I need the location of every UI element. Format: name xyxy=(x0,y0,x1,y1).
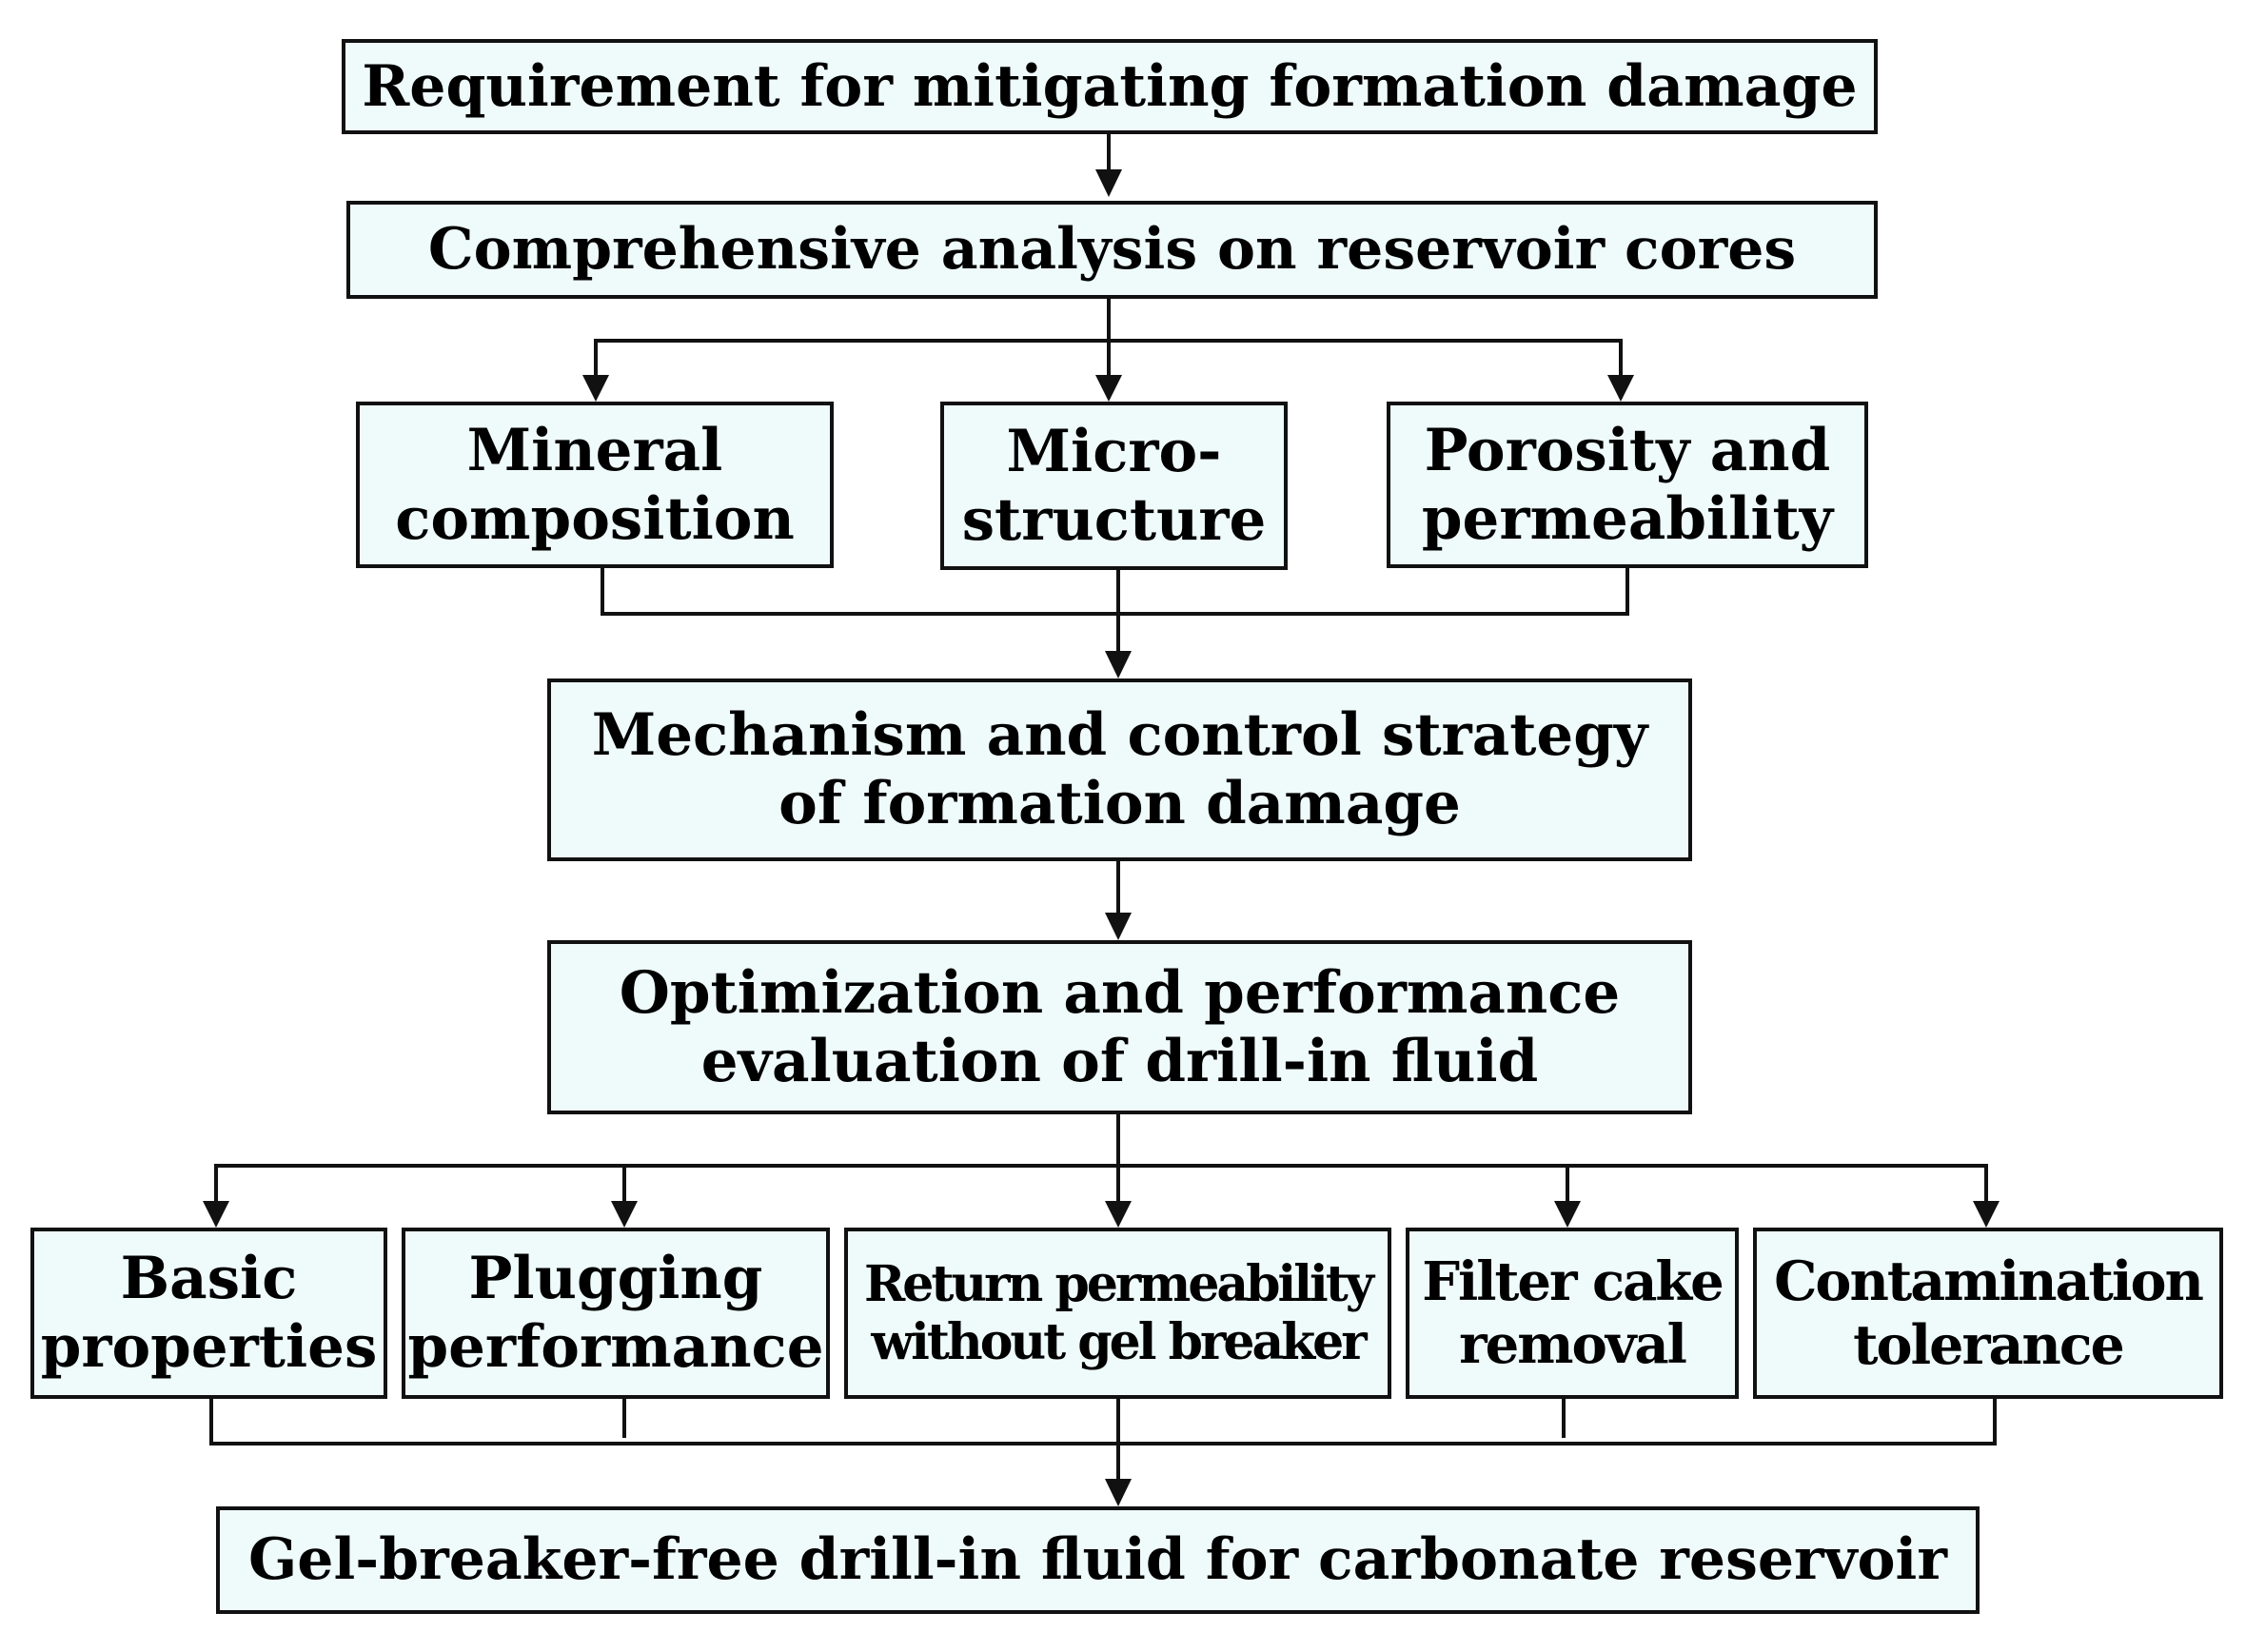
node-porosity-permeability: Porosity and permeability xyxy=(1387,402,1868,568)
arrowhead-optimization xyxy=(1105,913,1132,940)
node-basic-properties-line1: Basic xyxy=(120,1245,298,1313)
arrowhead-plugging xyxy=(611,1201,638,1228)
node-basic-properties-line2: properties xyxy=(40,1313,378,1381)
node-contamination-tolerance: Contamination tolerance xyxy=(1753,1228,2223,1399)
node-microstructure: Micro- structure xyxy=(940,402,1288,570)
node-filter-cake-removal: Filter cake removal xyxy=(1406,1228,1739,1399)
node-mineral-composition-line1: Mineral xyxy=(466,416,723,484)
node-porosity-permeability-line1: Porosity and xyxy=(1424,416,1831,484)
node-plugging-performance-line1: Plugging xyxy=(468,1245,763,1313)
arrowhead-final xyxy=(1105,1479,1132,1506)
node-return-permeability: Return permeability without gel breaker xyxy=(844,1228,1391,1399)
node-plugging-performance-line2: performance xyxy=(407,1313,824,1381)
node-mechanism-control-line1: Mechanism and control strategy xyxy=(591,701,1648,770)
arrowhead-basic xyxy=(203,1201,229,1228)
node-contamination-tolerance-line1: Contamination xyxy=(1774,1249,2204,1313)
node-requirement-label: Requirement for mitigating formation dam… xyxy=(362,52,1858,120)
arrowhead-contamination xyxy=(1973,1201,2000,1228)
arrowhead-mechanism xyxy=(1105,651,1132,678)
node-microstructure-line1: Micro- xyxy=(1006,417,1222,485)
node-mechanism-control: Mechanism and control strategy of format… xyxy=(547,678,1692,861)
node-comprehensive-analysis: Comprehensive analysis on reservoir core… xyxy=(346,201,1878,299)
node-return-permeability-line1: Return permeability xyxy=(864,1254,1374,1313)
node-optimization-evaluation-line2: evaluation of drill-in fluid xyxy=(700,1027,1539,1095)
node-porosity-permeability-line2: permeability xyxy=(1421,484,1834,553)
node-microstructure-line2: structure xyxy=(961,485,1267,554)
node-basic-properties: Basic properties xyxy=(30,1228,387,1399)
node-final-fluid-label: Gel-breaker-free drill-in fluid for carb… xyxy=(248,1526,1947,1594)
node-mechanism-control-line2: of formation damage xyxy=(778,770,1461,837)
node-final-fluid: Gel-breaker-free drill-in fluid for carb… xyxy=(216,1506,1980,1614)
arrowhead-analysis xyxy=(1095,169,1122,197)
node-comprehensive-analysis-label: Comprehensive analysis on reservoir core… xyxy=(427,216,1797,284)
node-optimization-evaluation: Optimization and performance evaluation … xyxy=(547,940,1692,1114)
node-filter-cake-removal-line1: Filter cake xyxy=(1422,1249,1724,1313)
node-plugging-performance: Plugging performance xyxy=(402,1228,830,1399)
arrowhead-microstructure xyxy=(1095,375,1122,402)
arrowhead-mineral xyxy=(582,375,609,402)
arrowhead-filter-cake xyxy=(1554,1201,1581,1228)
node-return-permeability-line2: without gel breaker xyxy=(871,1313,1367,1371)
node-mineral-composition-line2: composition xyxy=(395,484,795,553)
node-requirement: Requirement for mitigating formation dam… xyxy=(342,39,1878,134)
node-filter-cake-removal-line2: removal xyxy=(1459,1313,1687,1376)
arrowhead-return-permeability xyxy=(1105,1201,1132,1228)
arrowhead-porosity xyxy=(1607,375,1634,402)
node-optimization-evaluation-line1: Optimization and performance xyxy=(619,958,1621,1027)
node-mineral-composition: Mineral composition xyxy=(356,402,834,568)
node-contamination-tolerance-line2: tolerance xyxy=(1853,1313,2125,1377)
